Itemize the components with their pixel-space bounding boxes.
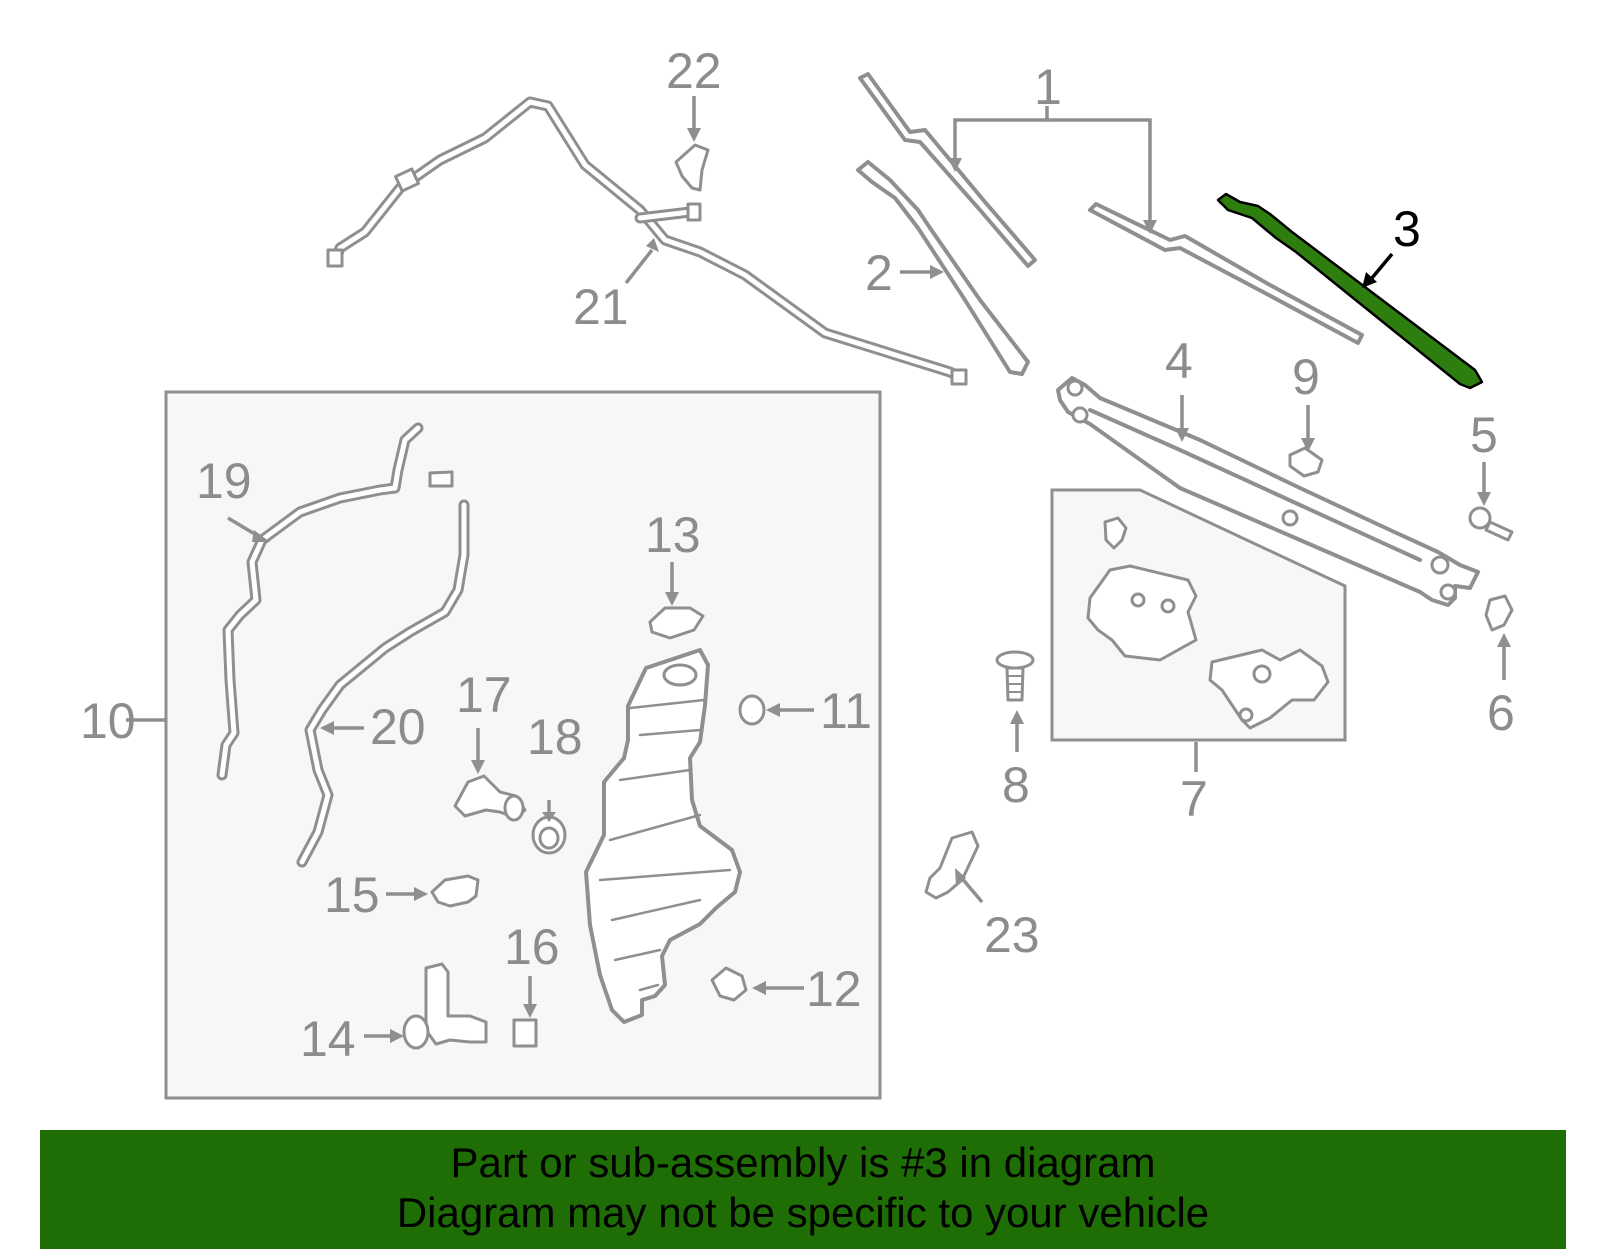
callout-22: 22 [666,43,722,99]
callout-13: 13 [645,507,701,563]
wiper-arm-part-3 [1216,192,1484,390]
washer-pump-part-14 [402,962,488,1050]
callout-9: 9 [1292,349,1320,405]
wiper-motor-part-7 [1086,516,1330,730]
callout-17: 17 [456,667,512,723]
callout-23: 23 [984,907,1040,963]
bolt-part-8 [995,650,1035,702]
part-15 [430,874,480,908]
callout-6: 6 [1487,685,1515,741]
callout-4: 4 [1165,333,1193,389]
callout-20: 20 [370,699,426,755]
cap-part-6 [1484,594,1514,632]
callout-3: 3 [1393,201,1421,257]
hose-connector [428,470,454,488]
part-23 [924,830,980,900]
grommet-part-11 [738,694,766,726]
washer-hose-upper [326,96,968,386]
wiper-linkage-part-4 [1056,376,1480,607]
grommet-part-18 [531,815,567,855]
wiper-blade-part-2 [856,160,1030,376]
callout-19: 19 [196,453,252,509]
info-banner: Part or sub-assembly is #3 in diagram Di… [40,1130,1566,1249]
parts-diagram: 1 2 3 4 5 6 7 8 9 10 11 12 13 14 15 16 1… [80,43,1515,1100]
callout-7: 7 [1180,771,1208,827]
part-12 [710,966,748,1002]
banner-line-1: Part or sub-assembly is #3 in diagram [450,1139,1156,1186]
callout-11: 11 [820,683,872,739]
part-9 [1288,446,1324,478]
banner-line-2: Diagram may not be specific to your vehi… [396,1189,1210,1236]
reservoir-kit-box [164,390,882,1100]
callout-2: 2 [865,245,893,301]
callout-18: 18 [527,709,583,765]
leader-line-part-3 [1362,252,1394,288]
callout-15: 15 [324,867,380,923]
callout-10: 10 [80,693,136,749]
washer-hose-part-19 [216,422,424,781]
callout-12: 12 [806,961,862,1017]
callout-8: 8 [1002,757,1030,813]
callout-14: 14 [300,1011,356,1067]
nut-part-5 [1468,506,1514,542]
washer-hose-part-20 [296,499,470,868]
leader-lines [126,96,1511,1043]
washer-reservoir [584,648,742,1024]
callout-16: 16 [504,919,560,975]
washer-nozzle-part-22 [674,143,710,192]
washer-pump-part-17 [453,774,527,822]
callout-1: 1 [1034,59,1062,115]
callout-5: 5 [1470,407,1498,463]
part-13 [648,606,705,640]
part-16 [512,1018,538,1048]
wiper-blade-part-1 [858,72,1364,345]
callout-21: 21 [573,279,629,335]
